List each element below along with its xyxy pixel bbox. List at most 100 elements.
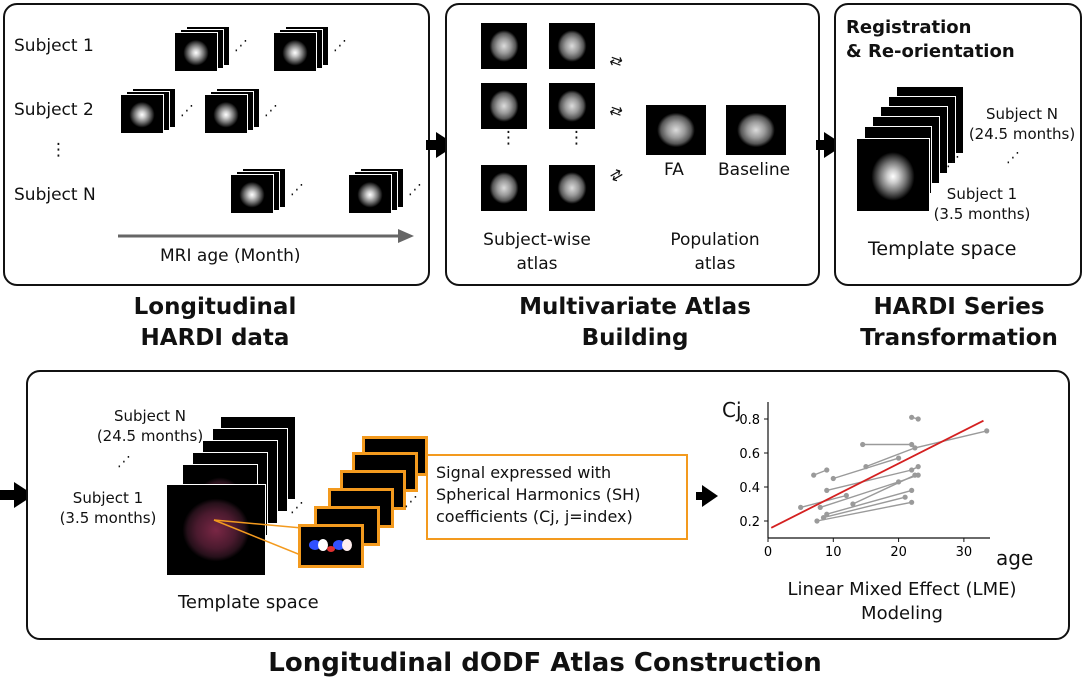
template-space-label: Template space <box>178 592 319 613</box>
mri-stack <box>273 26 333 72</box>
y-tick-label: 0.2 <box>739 515 760 530</box>
diag-dots: ⋰ <box>180 103 194 119</box>
mri-stack <box>348 168 408 214</box>
mri-stack <box>120 88 180 134</box>
subject-trajectory <box>823 496 906 519</box>
data-point <box>902 494 908 500</box>
subject-n-age: Subject N (24.5 months) <box>96 407 204 445</box>
data-point <box>843 492 849 499</box>
subject-trajectory <box>816 501 912 522</box>
data-point <box>909 414 915 420</box>
data-point <box>824 511 830 517</box>
diag-dots: ⋰ <box>404 494 418 510</box>
subject-1-age: Subject 1 (3.5 months) <box>59 489 157 527</box>
panel2-title: Multivariate Atlas Building <box>519 294 751 351</box>
mri-stack <box>204 88 264 134</box>
data-point <box>824 487 830 493</box>
baseline-atlas-image <box>725 104 787 156</box>
x-tick-label: 0 <box>764 545 772 560</box>
subject-trajectory <box>820 481 899 509</box>
subject-trajectory <box>852 474 916 505</box>
subject-wise-label: Subject-wise atlas <box>483 230 591 274</box>
chart-xlabel: age <box>996 546 1034 570</box>
data-point <box>830 475 836 482</box>
data-point <box>850 501 856 507</box>
subject-trajectory <box>914 430 987 449</box>
subject-atlas-image <box>548 164 596 212</box>
data-point <box>912 472 918 478</box>
diag-dots: ⋰ <box>408 182 422 198</box>
data-point <box>909 487 915 493</box>
panel3-title: HARDI Series Transformation <box>860 294 1058 351</box>
x-tick-label: 10 <box>825 545 842 560</box>
population-label: Population atlas <box>670 230 760 274</box>
age-axis-label: MRI age (Month) <box>160 246 301 266</box>
subject-n-age: Subject N (24.5 months) <box>968 105 1076 143</box>
fa-atlas-image <box>645 104 707 156</box>
subject-1-label: Subject 1 <box>14 36 94 56</box>
subject-trajectory <box>826 489 912 515</box>
data-point <box>817 504 823 510</box>
diag-dots: ⋰ <box>234 38 248 54</box>
registration-heading: Registration & Re-orientation <box>846 17 1015 62</box>
diag-dots: ⋰ <box>290 182 304 198</box>
data-point <box>895 455 902 461</box>
subject-trajectory <box>826 469 912 492</box>
odf-glyphs <box>309 539 352 552</box>
mri-stack <box>230 168 290 214</box>
data-point <box>909 499 915 505</box>
diag-dots: ⋰ <box>946 154 960 170</box>
subject-atlas-image <box>480 82 528 130</box>
data-point <box>915 464 921 470</box>
diag-dots: ⋰ <box>333 38 347 54</box>
panel1-title: Longitudinal HARDI data <box>133 294 297 351</box>
data-point <box>811 472 817 478</box>
panel4-title: Longitudinal dODF Atlas Construction <box>268 648 822 678</box>
data-point <box>820 515 827 521</box>
diag-dots: ⋰ <box>117 454 131 470</box>
data-point <box>909 441 915 448</box>
x-tick-label: 30 <box>956 545 973 560</box>
vertical-ellipsis: ⋮ <box>568 128 585 148</box>
subject-n-label: Subject N <box>14 185 96 205</box>
fa-label: FA <box>664 160 684 180</box>
sh-description-box: Signal expressed with Spherical Harmonic… <box>426 454 688 540</box>
y-tick-label: 0.4 <box>739 481 760 496</box>
mri-stack <box>174 26 234 72</box>
diag-dots: ⋰ <box>290 500 304 516</box>
subject-atlas-image <box>548 22 596 70</box>
subject-1-age: Subject 1 (3.5 months) <box>933 185 1031 223</box>
data-point <box>814 518 820 524</box>
data-point <box>915 416 921 422</box>
vertical-ellipsis: ⋮ <box>50 140 67 160</box>
lme-chart: 0.2 0.4 0.6 0.8 0 10 20 30 <box>739 402 990 560</box>
chart-ylabel: Cj <box>722 398 742 422</box>
data-point <box>909 467 915 473</box>
y-tick-label: 0.8 <box>739 413 760 428</box>
diag-dots: ⋰ <box>264 103 278 119</box>
diag-dots: ⋰ <box>1006 150 1020 166</box>
subject-2-label: Subject 2 <box>14 100 94 120</box>
lme-label: Linear Mixed Effect (LME) Modeling <box>787 579 1017 624</box>
template-space-label: Template space <box>868 238 1017 260</box>
odf-patch-front <box>298 524 364 568</box>
data-point <box>984 428 990 434</box>
data-point <box>863 464 869 470</box>
subject-atlas-image <box>548 82 596 130</box>
data-point <box>798 504 804 510</box>
subject-trajectory <box>865 447 916 468</box>
y-tick-label: 0.6 <box>739 447 760 462</box>
lme-fit-line <box>770 419 984 529</box>
subject-atlas-image <box>480 164 528 212</box>
x-tick-label: 20 <box>890 545 907 560</box>
transformed-stack <box>856 86 966 214</box>
data-point <box>824 467 830 473</box>
subject-atlas-image <box>480 22 528 70</box>
baseline-label: Baseline <box>718 160 791 180</box>
vertical-ellipsis: ⋮ <box>500 128 517 148</box>
data-point <box>912 445 918 451</box>
data-point <box>860 441 866 448</box>
